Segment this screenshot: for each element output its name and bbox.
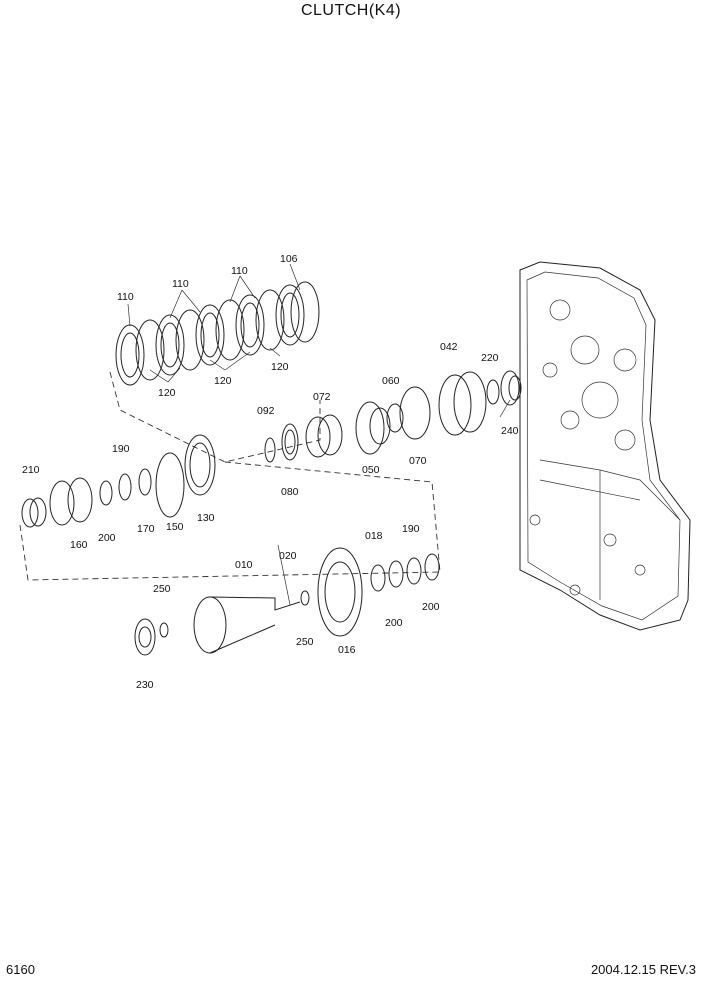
lower-left-row-parts <box>21 434 216 528</box>
revision-date: 2004.12.15 REV.3 <box>590 962 696 977</box>
callout-240: 240 <box>501 425 519 437</box>
callout-050: 050 <box>362 464 380 476</box>
callout-110: 110 <box>117 291 134 303</box>
callout-106: 106 <box>280 253 298 265</box>
callout-070: 070 <box>409 455 427 467</box>
clutch-plate-pack <box>115 281 320 386</box>
callout-018: 018 <box>365 530 383 542</box>
callout-200: 200 <box>422 601 440 613</box>
callout-120: 120 <box>214 375 232 387</box>
callout-250: 250 <box>296 636 314 648</box>
callout-150: 150 <box>166 521 184 533</box>
callout-016: 016 <box>338 644 356 656</box>
transmission-housing <box>519 261 691 631</box>
callout-170: 170 <box>137 523 155 535</box>
callout-010: 010 <box>235 559 253 571</box>
callout-110: 110 <box>172 278 189 290</box>
callout-060: 060 <box>382 375 400 387</box>
callout-130: 130 <box>197 512 215 524</box>
callout-210: 210 <box>22 464 40 476</box>
callout-092: 092 <box>257 405 275 417</box>
callout-072: 072 <box>313 391 331 403</box>
page-title: CLUTCH(K4) <box>300 2 402 19</box>
callout-220: 220 <box>481 352 499 364</box>
leader-lines <box>127 263 511 606</box>
callout-200: 200 <box>385 617 403 629</box>
callout-250: 250 <box>153 583 171 595</box>
callout-200: 200 <box>98 532 116 544</box>
callout-190: 190 <box>402 523 420 535</box>
callout-110: 110 <box>231 265 248 277</box>
callout-020: 020 <box>279 550 297 562</box>
callout-160: 160 <box>70 539 88 551</box>
callout-120: 120 <box>158 387 176 399</box>
callout-120: 120 <box>271 361 289 373</box>
page-number: 6160 <box>6 962 35 977</box>
shaft-row-parts <box>134 547 440 656</box>
callout-080: 080 <box>281 486 299 498</box>
callout-230: 230 <box>136 679 154 691</box>
callout-042: 042 <box>440 341 458 353</box>
middle-row-parts <box>264 370 522 463</box>
callout-190: 190 <box>112 443 130 455</box>
